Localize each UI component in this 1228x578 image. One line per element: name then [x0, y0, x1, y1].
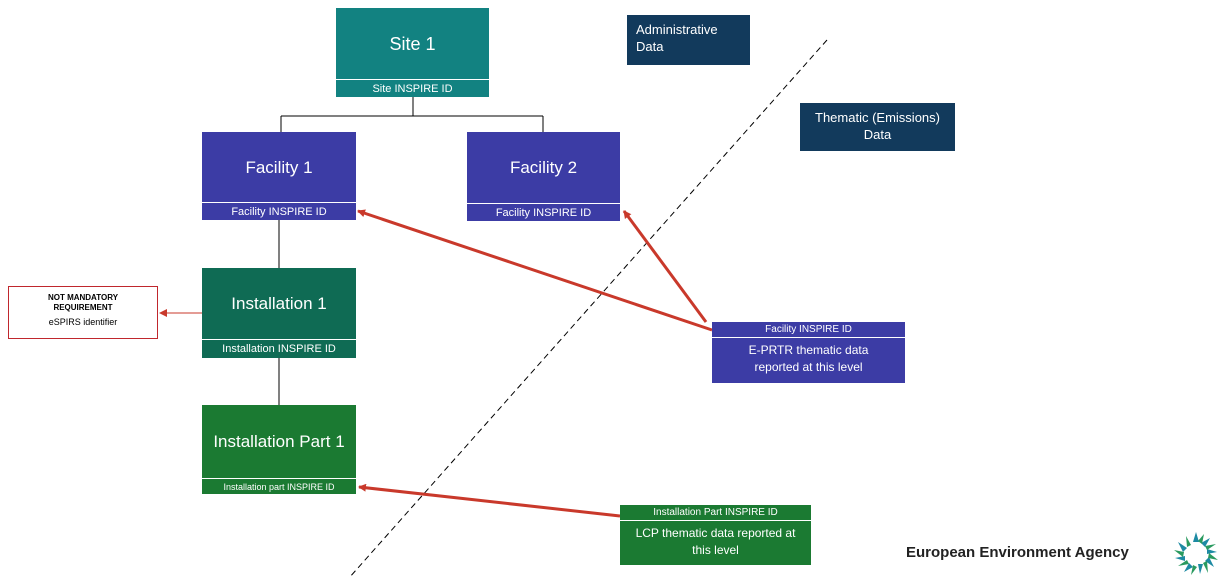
tree-connectors [278, 97, 544, 405]
site-node: Site 1 Site INSPIRE ID [336, 8, 489, 97]
administrative-data-label: Administrative Data [627, 15, 750, 65]
eprtr-header: Facility INSPIRE ID [712, 322, 905, 338]
facility-1-inspire-id: Facility INSPIRE ID [202, 202, 356, 220]
installation-title: Installation 1 [231, 294, 327, 313]
eea-logo-icon [1174, 532, 1218, 575]
arrow-facility1 [357, 209, 713, 332]
installation-part-inspire-id: Installation part INSPIRE ID [202, 478, 356, 494]
eprtr-body: E-PRTR thematic data reported at this le… [748, 343, 869, 374]
installation-part-title: Installation Part 1 [213, 432, 345, 451]
lcp-body: LCP thematic data reported at this level [635, 526, 796, 557]
site-title: Site 1 [389, 33, 436, 54]
arrow-installation-part [358, 483, 621, 518]
facility-2-inspire-id: Facility INSPIRE ID [467, 203, 620, 221]
agency-name: European Environment Agency [906, 544, 1129, 561]
lcp-box: Installation Part INSPIRE ID LCP themati… [620, 505, 811, 565]
installation-inspire-id: Installation INSPIRE ID [202, 339, 356, 358]
facility-1-node: Facility 1 Facility INSPIRE ID [202, 132, 356, 220]
arrow-facility2 [622, 210, 708, 323]
installation-part-node: Installation Part 1 Installation part IN… [202, 405, 356, 494]
note-identifier: eSPIRS identifier [48, 317, 118, 327]
facility-1-title: Facility 1 [245, 157, 313, 177]
lcp-header: Installation Part INSPIRE ID [620, 505, 811, 521]
not-mandatory-note: NOT MANDATORY REQUIREMENT eSPIRS identif… [8, 286, 158, 339]
site-inspire-id: Site INSPIRE ID [336, 79, 489, 97]
eprtr-box: Facility INSPIRE ID E-PRTR thematic data… [712, 322, 905, 383]
red-arrows [159, 209, 713, 518]
facility-2-title: Facility 2 [509, 158, 578, 177]
admin-thematic-divider [348, 39, 828, 578]
facility-2-node: Facility 2 Facility INSPIRE ID [467, 132, 620, 221]
note-requirement: NOT MANDATORY REQUIREMENT [47, 293, 119, 312]
thematic-data-label: Thematic (Emissions) Data [800, 103, 955, 151]
installation-node: Installation 1 Installation INSPIRE ID [202, 268, 356, 358]
